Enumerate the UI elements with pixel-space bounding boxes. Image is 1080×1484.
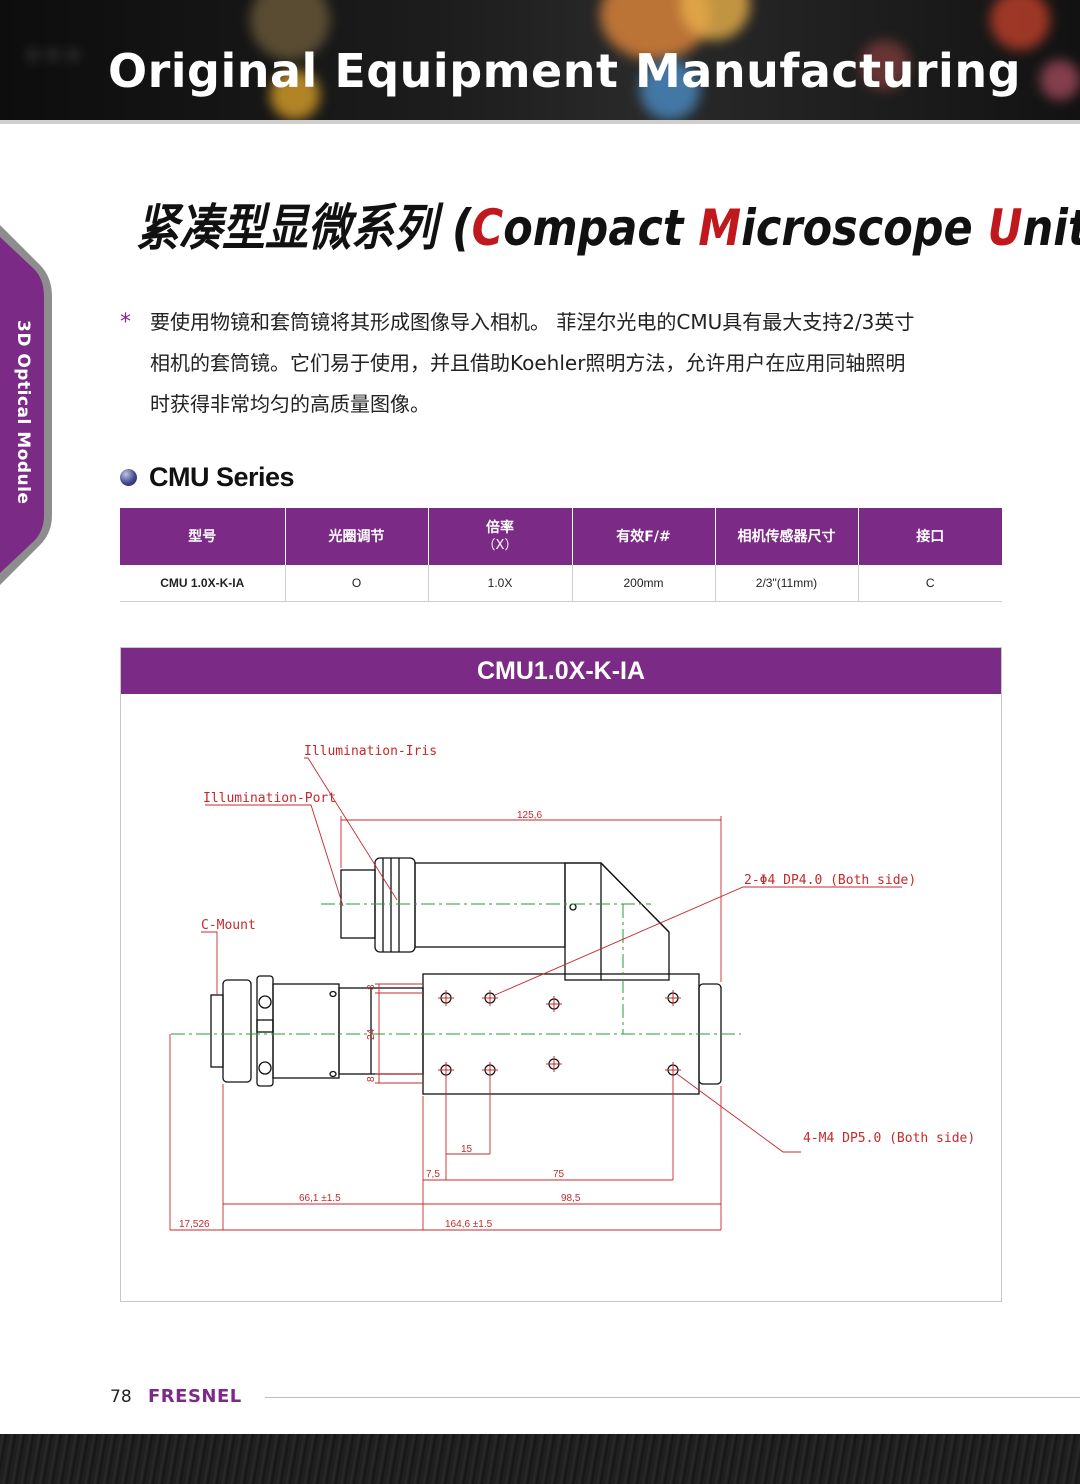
column-header-iris: 光圈调节 [285,508,429,565]
column-header-sensor-size: 相机传感器尺寸 [715,508,859,565]
drawing-panel: Illumination-Iris Illumination-Port C-Mo… [120,647,1002,1302]
label-illumination-iris: Illumination-Iris [304,744,437,759]
cell-f-number: 200mm [572,565,716,602]
intro-line-1: 要使用物镜和套筒镜将其形成图像导入相机。 菲涅尔光电的CMU具有最大支持2/3英… [150,310,915,334]
cell-sensor-size: 2/3"(11mm) [715,565,859,602]
side-tab-label: 3D Optical Module [13,320,33,505]
dim-17-526: 17,526 [179,1219,210,1230]
dim-24: 24 [366,1028,377,1040]
dim-66-1: 66,1 ±1.5 [299,1193,341,1204]
dim-75: 75 [553,1169,565,1180]
footer-band [0,1434,1080,1484]
label-holes-m4: 4-M4 DP5.0 (Both side) [803,1131,975,1146]
table-header-row: 型号 光圈调节 倍率（X） 有效F/# 相机传感器尺寸 接口 [120,508,1002,565]
page-number: 78 [110,1387,132,1407]
technical-drawing: Illumination-Iris Illumination-Port C-Mo… [169,744,975,1231]
dim-8: 8 [366,1076,377,1082]
cell-magnification: 1.0X [428,565,573,602]
page-title: 紧凑型显微系列 (Compact Microscope Unit) [136,199,1080,257]
dim-7-5: 7,5 [426,1169,440,1180]
intro-line-3: 时获得非常均匀的高质量图像。 [150,392,430,416]
column-header-mount: 接口 [858,508,1002,565]
cell-model: CMU 1.0X-K-IA [120,565,286,602]
dim-15: 15 [461,1144,473,1155]
cell-iris: O [285,565,429,602]
banner-divider [0,120,1080,124]
sphere-bullet-icon [120,469,137,486]
series-title: CMU Series [149,462,295,492]
intro-line-2: 相机的套筒镜。它们易于使用，并且借助Koehler照明方法，允许用户在应用同轴照… [150,351,906,375]
banner-title: Original Equipment Manufacturing [108,44,1021,98]
label-illumination-port: Illumination-Port [203,791,336,806]
asterisk-bullet: * [120,310,131,335]
column-header-model: 型号 [120,508,286,565]
dim-125-6: 125,6 [517,810,542,821]
intro-paragraph: * 要使用物镜和套筒镜将其形成图像导入相机。 菲涅尔光电的CMU具有最大支持2/… [120,302,1020,425]
drawing-title: CMU1.0X-K-IA [121,648,1001,694]
column-header-f-number: 有效F/# [572,508,716,565]
header-banner: Original Equipment Manufacturing [0,0,1080,120]
spec-table: 型号 光圈调节 倍率（X） 有效F/# 相机传感器尺寸 接口 CMU 1.0X-… [120,508,1002,602]
dim-3: 3 [366,984,377,990]
side-tab [0,225,52,585]
column-header-magnification: 倍率（X） [428,508,573,565]
dim-98-5: 98,5 [561,1193,581,1204]
dim-164-6: 164,6 ±1.5 [445,1219,493,1230]
label-c-mount: C-Mount [201,918,256,933]
footer-divider [265,1397,1080,1398]
label-holes-phi4: 2-Φ4 DP4.0 (Both side) [744,873,916,888]
cell-mount: C [858,565,1002,602]
table-row: CMU 1.0X-K-IA O 1.0X 200mm 2/3"(11mm) C [120,565,1002,602]
series-heading: CMU Series [120,462,295,493]
footer-brand: FRESNEL [148,1386,242,1407]
